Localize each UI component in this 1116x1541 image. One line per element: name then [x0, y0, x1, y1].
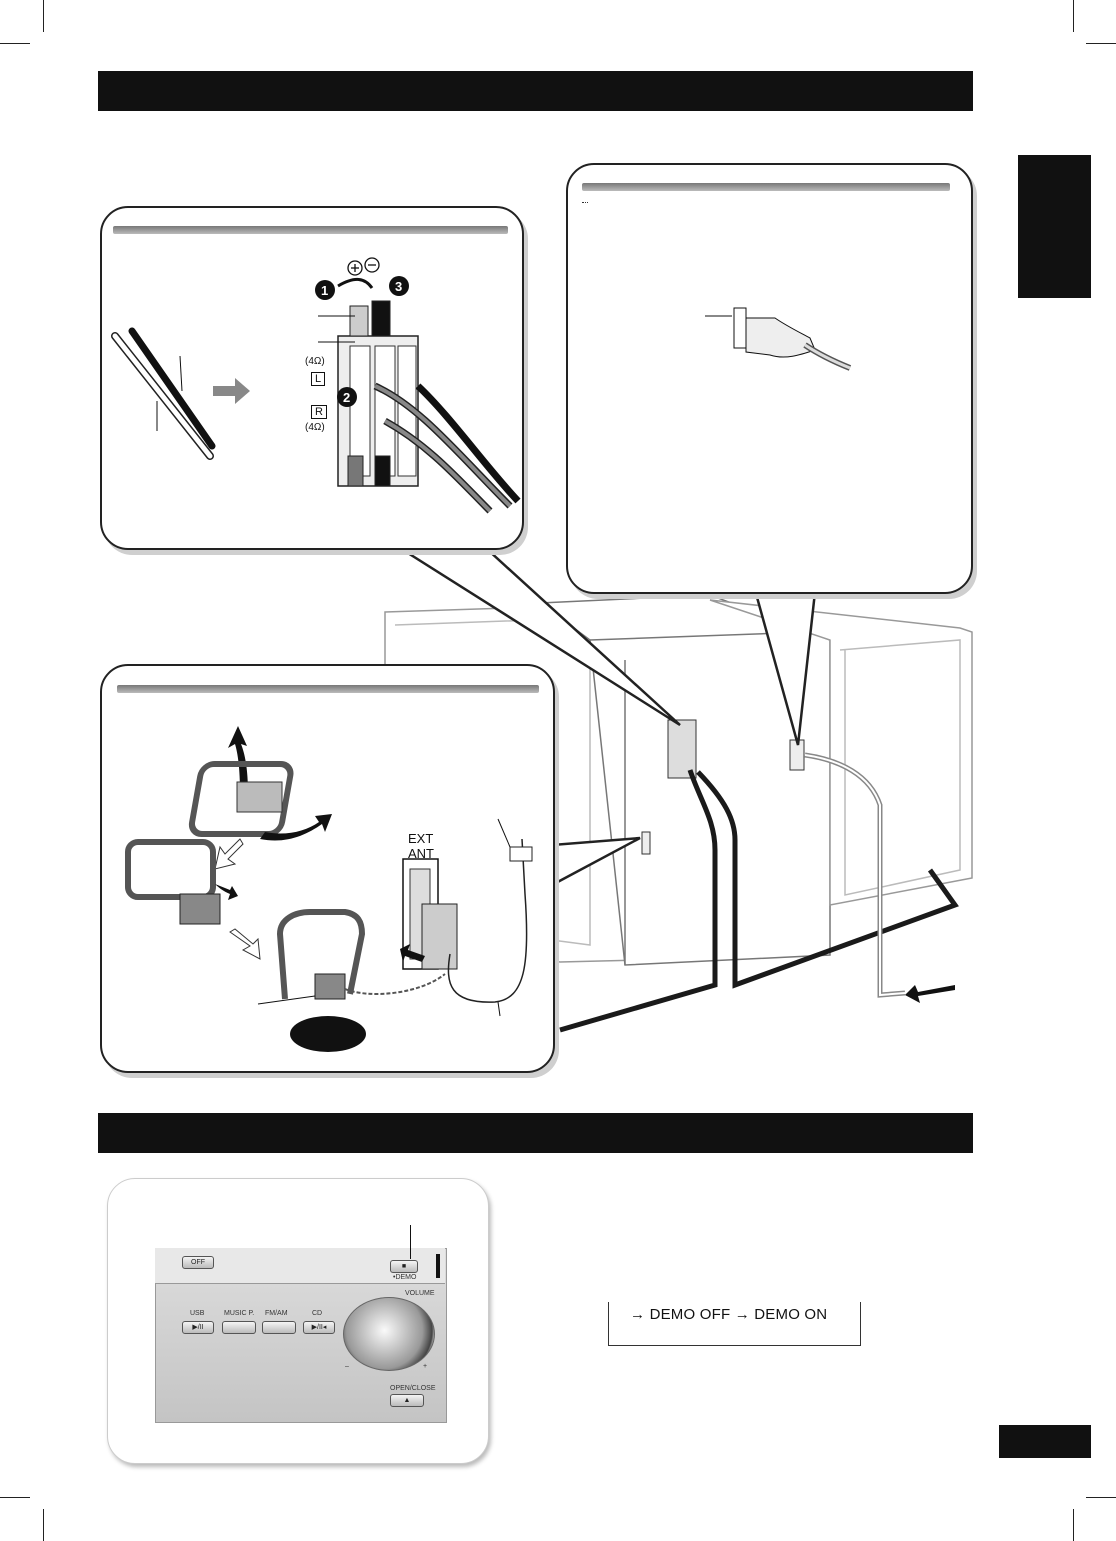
speaker-terminal-block-rear — [667, 719, 697, 779]
fm-am-label: FM/AM — [265, 1310, 288, 1317]
crop-mark-br-v — [1073, 1509, 1074, 1541]
ac-plug-diagram — [705, 307, 852, 371]
right-speaker-cabinet — [709, 599, 973, 906]
diag-arrow-icon-1 — [214, 838, 244, 870]
step-1-label: 1 — [321, 283, 329, 298]
speaker-cable-left — [559, 769, 718, 1033]
music-p-label: MUSIC P. — [224, 1310, 255, 1317]
volume-plus-label: + — [423, 1363, 428, 1370]
pointer-line — [410, 1225, 411, 1259]
terminal-label-r: R — [311, 405, 327, 419]
ac-power-panel — [566, 163, 973, 594]
demo-label: •DEMO — [393, 1274, 417, 1281]
cd-label: CD — [312, 1310, 323, 1317]
music-p-button[interactable] — [222, 1321, 256, 1334]
off-button[interactable]: OFF — [182, 1256, 214, 1269]
fm-am-button[interactable] — [262, 1321, 296, 1334]
step-2-label: 2 — [343, 390, 351, 405]
diag-arrow-icon-2 — [229, 928, 261, 960]
volume-label: VOLUME — [405, 1290, 435, 1297]
insert-arrow-icon — [213, 378, 250, 404]
crop-mark-tl-v — [43, 0, 44, 32]
speaker-panel-title-bar — [113, 226, 508, 234]
antenna-panel-title-bar — [117, 685, 539, 693]
ext-ant-label-line1: EXT — [408, 831, 434, 846]
speaker-cable-right — [696, 770, 959, 989]
ohm-label-bottom: (4Ω) — [305, 422, 325, 433]
ac-panel-marker — [582, 202, 588, 206]
step-2-icon — [337, 387, 357, 407]
demo-cycle-text: → DEMO OFF → DEMO ON — [626, 1306, 832, 1323]
usb-label: USB — [190, 1310, 205, 1317]
antenna-jack-rear — [641, 831, 651, 855]
step-1-icon — [315, 280, 335, 300]
minus-icon — [364, 257, 380, 273]
rotate-arrow-icon — [260, 814, 332, 841]
page-number-tab — [999, 1425, 1091, 1458]
up-arrow-icon — [228, 726, 248, 794]
language-side-tab — [1018, 155, 1091, 298]
demo-cycle-loop — [608, 1302, 861, 1346]
crop-mark-tr-h — [1086, 43, 1116, 44]
push-arrow-icon — [400, 944, 425, 962]
crop-mark-br-h — [1086, 1497, 1116, 1498]
volume-minus-label: – — [345, 1363, 349, 1370]
loop-antenna-diagram — [125, 726, 533, 1052]
crop-mark-tr-v — [1073, 0, 1074, 32]
usb-port-slot — [436, 1254, 440, 1278]
crop-mark-bl-h — [0, 1497, 30, 1498]
step-3-icon — [389, 276, 409, 296]
crop-mark-bl-v — [43, 1509, 44, 1541]
cd-play-button[interactable]: ▶/II◂ — [303, 1321, 335, 1334]
ac-panel-title-bar — [582, 183, 950, 191]
volume-knob[interactable] — [343, 1297, 435, 1371]
step-3-label: 3 — [395, 279, 403, 294]
stop-demo-button[interactable]: ■ — [390, 1260, 418, 1273]
ext-ant-label-line2: ANT — [408, 846, 434, 861]
antenna-connection-panel — [100, 664, 555, 1073]
main-unit-body — [537, 594, 831, 966]
usb-play-button[interactable]: ▶/II — [182, 1321, 214, 1334]
terminal-label-l: L — [311, 372, 326, 386]
crop-mark-tl-h — [0, 43, 30, 44]
section-header-bar-bottom — [98, 1113, 973, 1153]
ohm-label-top: (4Ω) — [305, 356, 325, 367]
plus-icon — [347, 260, 363, 276]
eject-button[interactable]: ▲ — [390, 1394, 424, 1407]
section-header-bar-top — [98, 71, 973, 111]
speaker-wire-diagram — [111, 257, 521, 514]
plug-in-arrow — [905, 985, 955, 1003]
open-close-label: OPEN/CLOSE — [390, 1385, 436, 1392]
